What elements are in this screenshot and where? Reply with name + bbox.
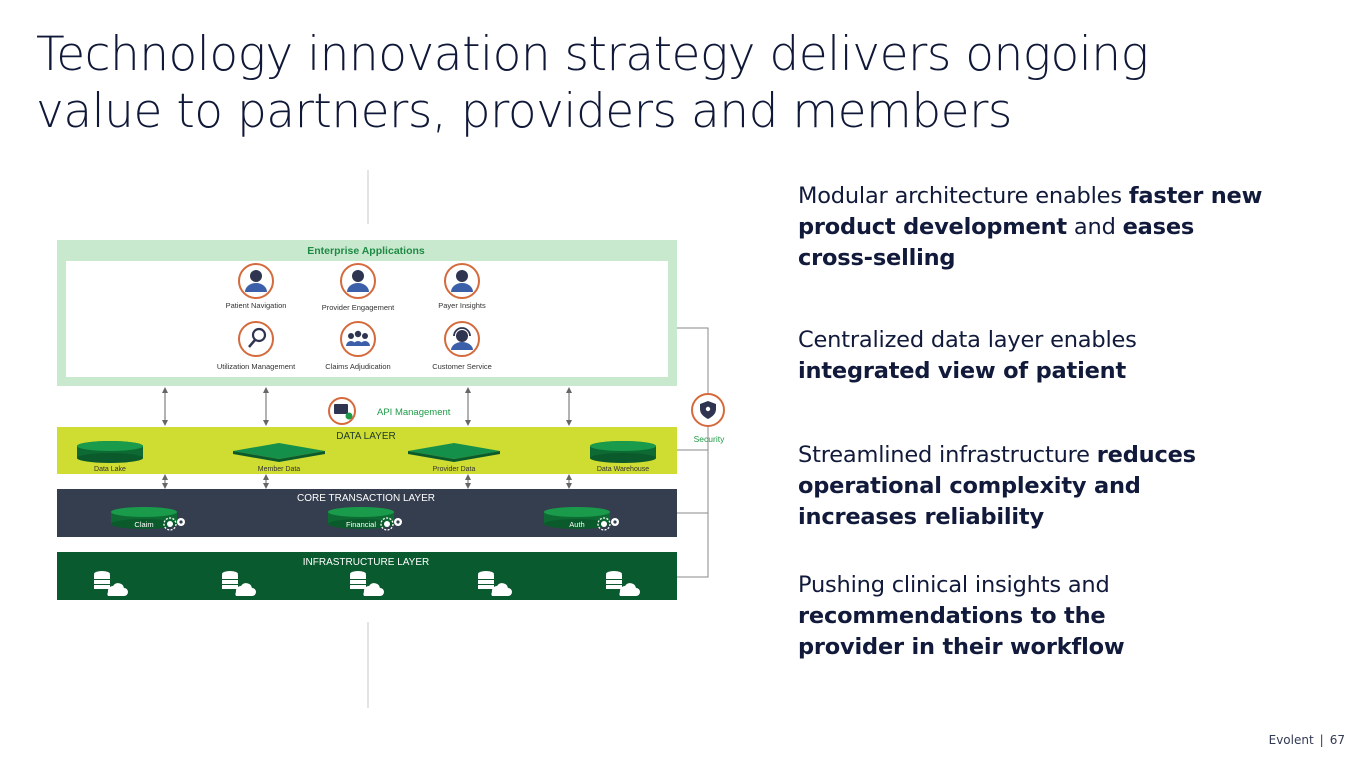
bullet-text: Modular architecture enables <box>798 183 1129 209</box>
bullet-bold-text: reduces operational complexity and incre… <box>798 442 1196 530</box>
app-customer-service: Customer Service <box>432 321 492 371</box>
core-arrows <box>162 474 572 489</box>
data-lake: Data Lake <box>77 441 143 473</box>
provider-data: Provider Data <box>408 443 500 473</box>
bullet-modular-architecture: Modular architecture enables faster new … <box>798 181 1268 274</box>
data-item-label: Data Warehouse <box>597 466 649 473</box>
app-label: Payer Insights <box>438 301 486 310</box>
title-line-2: value to partners, providers and members <box>36 84 1012 139</box>
bullet-bold-text: faster new product development <box>798 183 1263 240</box>
app-label: Provider Engagement <box>322 303 395 312</box>
data-warehouse: Data Warehouse <box>590 441 656 473</box>
data-layer <box>57 427 677 474</box>
security-connector <box>668 327 709 578</box>
api-arrows <box>162 387 572 426</box>
app-label: Customer Service <box>432 362 492 371</box>
security-label: Security <box>694 434 725 444</box>
app-label: Claims Adjudication <box>325 362 390 371</box>
bullet-clinical-insights: Pushing clinical insights and recommenda… <box>798 570 1158 663</box>
data-layer-title: DATA LAYER <box>336 431 395 442</box>
footer-separator: | <box>1319 733 1324 747</box>
bullet-text: and <box>1066 214 1123 240</box>
core-layer-title: CORE TRANSACTION LAYER <box>297 493 435 504</box>
page-title: Technology innovation strategy delivers … <box>36 26 1236 140</box>
app-utilization-management: Utilization Management <box>217 321 296 371</box>
core-financial: Financial <box>328 507 403 531</box>
bullet-bold-text: recommendations to the provider in their… <box>798 603 1125 660</box>
enterprise-title: Enterprise Applications <box>307 245 425 257</box>
data-item-label: Member Data <box>258 466 301 473</box>
app-payer-insights: Payer Insights <box>438 263 486 310</box>
api-management: API Management <box>328 397 451 425</box>
security: Security <box>691 393 725 444</box>
bullet-streamlined-infrastructure: Streamlined infrastructure reduces opera… <box>798 440 1223 533</box>
title-line-1: Technology innovation strategy delivers … <box>36 27 1149 82</box>
bullet-text: Pushing clinical insights and <box>798 572 1110 598</box>
architecture-diagram: Enterprise Applications Patient Navigati… <box>57 170 725 708</box>
api-label: API Management <box>377 407 451 418</box>
data-item-label: Provider Data <box>433 466 476 473</box>
data-item-label: Data Lake <box>94 466 126 473</box>
bullet-text: Streamlined infrastructure <box>798 442 1097 468</box>
app-patient-navigation: Patient Navigation <box>226 263 287 310</box>
footer: Evolent | 67 <box>1269 733 1345 747</box>
bullet-centralized-data: Centralized data layer enables integrate… <box>798 325 1198 387</box>
bullet-bold-text: integrated view of patient <box>798 358 1127 384</box>
infra-layer-title: INFRASTRUCTURE LAYER <box>303 557 430 568</box>
core-claim: Claim <box>111 507 186 531</box>
bullet-text: Centralized data layer enables <box>798 327 1137 353</box>
bullet-bold-text: eases cross-selling <box>798 214 1195 271</box>
member-data: Member Data <box>233 443 325 473</box>
core-auth: Auth <box>544 507 620 531</box>
core-item-label: Financial <box>346 520 376 529</box>
footer-brand: Evolent <box>1268 733 1314 747</box>
app-claims-adjudication: Claims Adjudication <box>325 321 391 371</box>
group-icon <box>340 321 376 357</box>
app-label: Patient Navigation <box>226 301 287 310</box>
app-label: Utilization Management <box>217 362 296 371</box>
page-number: 67 <box>1329 733 1345 747</box>
app-provider-engagement: Provider Engagement <box>322 263 395 312</box>
core-item-label: Auth <box>569 520 584 529</box>
core-item-label: Claim <box>134 520 153 529</box>
